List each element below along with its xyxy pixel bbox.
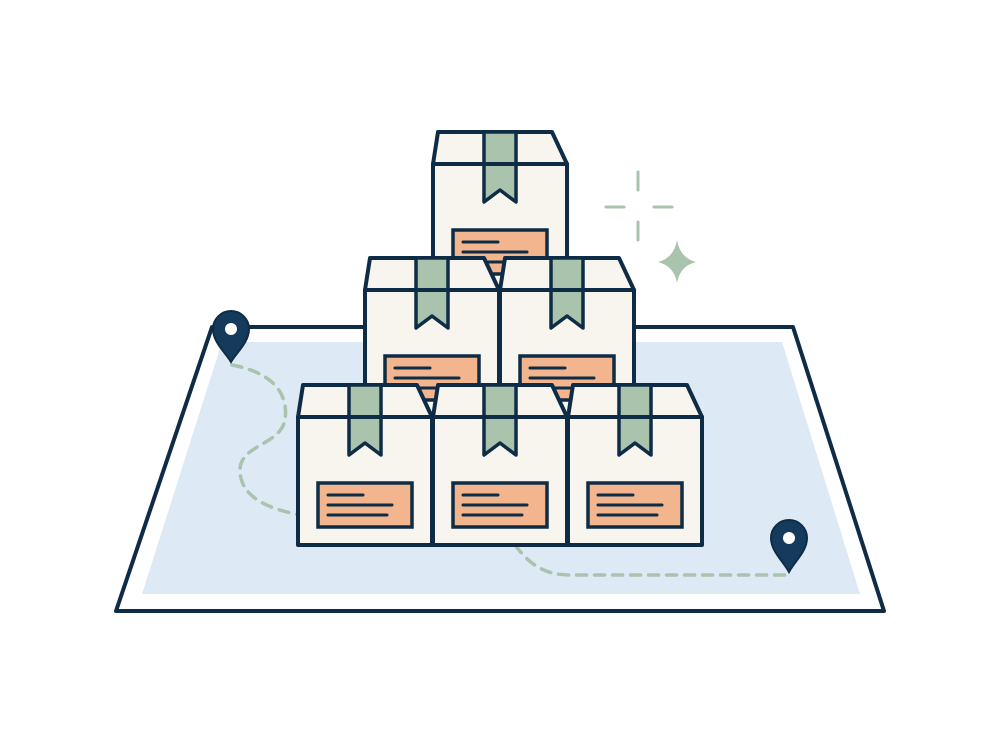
dashed-route bbox=[230, 363, 787, 577]
shipping-box-icon bbox=[566, 383, 704, 547]
star-sparkle-icon bbox=[658, 240, 696, 283]
shipping-box-icon bbox=[296, 383, 434, 547]
sparkle-icon bbox=[604, 170, 674, 242]
shipping-box-icon bbox=[431, 383, 569, 547]
map-pin-icon bbox=[211, 310, 251, 364]
map-pin-icon bbox=[769, 519, 809, 575]
